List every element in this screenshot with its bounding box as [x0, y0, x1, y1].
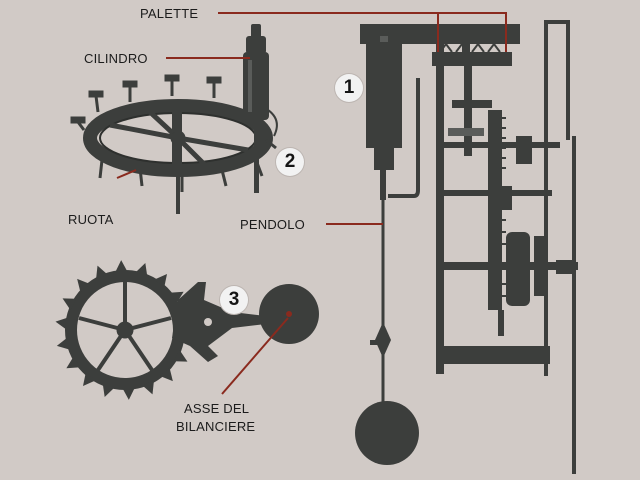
escape-wheel-tooth: [135, 263, 148, 277]
figure-number-1: 1: [335, 74, 363, 102]
figure-number-3: 3: [220, 286, 248, 314]
escape-wheel-tooth: [55, 317, 69, 330]
escape-wheel-tooth: [173, 349, 188, 362]
escape-wheel-tooth: [96, 265, 108, 280]
escape-wheel-tooth: [142, 380, 154, 395]
lever-fork: [172, 282, 266, 362]
cilindro-label: CILINDRO: [84, 51, 148, 66]
lever-escapement: [55, 260, 319, 400]
escape-wheel-tooth: [62, 298, 77, 311]
escape-wheel-tooth: [160, 367, 173, 382]
escape-wheel-tooth: [154, 274, 168, 288]
cilindro-cylinder: [243, 24, 278, 193]
escape-wheel-tooth: [77, 278, 90, 293]
asse-leader: [221, 317, 289, 395]
gear-train: [440, 66, 578, 336]
clock-frame: [360, 20, 576, 474]
bilanciere-label: BILANCIERE: [176, 419, 256, 434]
escape-wheel-tooth: [66, 356, 81, 369]
escape-wheel-tooth: [114, 260, 128, 273]
escape-wheel-tooth: [169, 291, 184, 304]
escape-wheel-tooth: [102, 383, 115, 397]
figure-number-2: 2: [276, 148, 304, 176]
escape-wheel-tooth: [56, 337, 71, 350]
palette-block: [432, 40, 512, 66]
palette-leader: [218, 12, 507, 52]
escape-wheel-tooth: [82, 372, 96, 386]
palette-label: PALETTE: [140, 6, 199, 21]
escape-wheel-tooth: [122, 387, 136, 400]
pendolo-label: PENDOLO: [240, 217, 305, 232]
balance-wheel: [259, 284, 319, 344]
ruota-label: RUOTA: [68, 212, 114, 227]
cylinder-escapement: [70, 24, 278, 214]
leader-lines: [116, 12, 507, 395]
pendulum: [355, 78, 420, 465]
asse-del-label: ASSE DEL: [184, 401, 250, 416]
pendulum-clock: [355, 20, 578, 474]
ruota-leader: [116, 169, 137, 179]
